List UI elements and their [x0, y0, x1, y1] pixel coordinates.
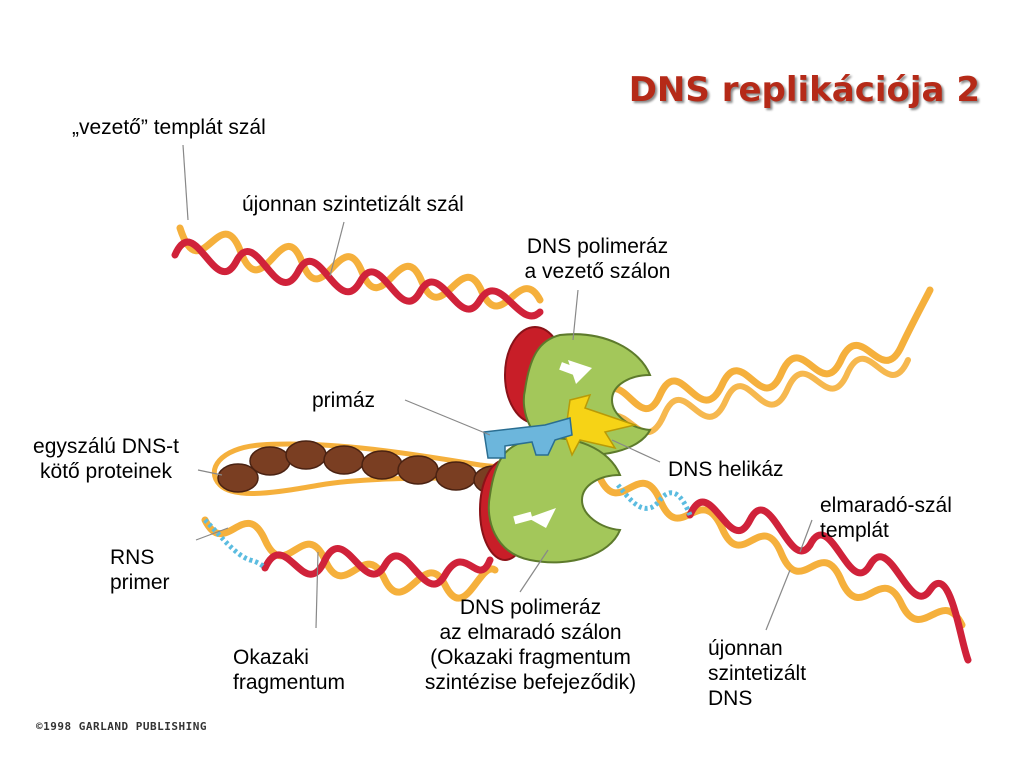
upper-strand-orange	[176, 224, 544, 310]
helicase	[564, 393, 638, 457]
okazaki-red	[261, 545, 494, 588]
label-new-strand: újonnan szintetizált szál	[242, 193, 464, 216]
label-okazaki-fragment: Okazaki fragmentum	[233, 646, 346, 694]
lagging-new-red	[686, 498, 972, 664]
lagging-blue-primer	[616, 483, 693, 516]
label-new-dna: újonnan szintetizált DNS	[708, 637, 807, 710]
label-leading-template: „vezető” templát szál	[72, 116, 266, 139]
parental-strand-orange-2	[597, 355, 911, 435]
primase	[483, 417, 573, 459]
label-ssb-proteins: egyszálú DNS-t kötő proteinek	[33, 435, 179, 483]
label-polymerase-lagging: DNS polimeráz az elmaradó szálon (Okazak…	[424, 596, 637, 694]
polymerase-lagging	[479, 437, 622, 564]
label-helicase: DNS helikáz	[668, 458, 784, 481]
copyright-notice: ©1998 GARLAND PUBLISHING	[36, 720, 207, 733]
label-polymerase-leading: DNS polimeráz a vezető szálon	[524, 235, 671, 283]
parental-strand-orange	[596, 286, 934, 413]
ssb-proteins	[217, 440, 515, 495]
label-lagging-template: elmaradó-szál templát	[820, 494, 952, 542]
upper-strand-red	[171, 238, 544, 320]
label-rna-primer: RNS primer	[110, 546, 170, 594]
rna-primer-dotted	[203, 518, 267, 570]
lower-left-orange	[201, 516, 499, 602]
page-title: DNS replikációja 2	[628, 70, 980, 110]
label-primase: primáz	[312, 389, 376, 412]
leader-lines	[182, 144, 813, 631]
